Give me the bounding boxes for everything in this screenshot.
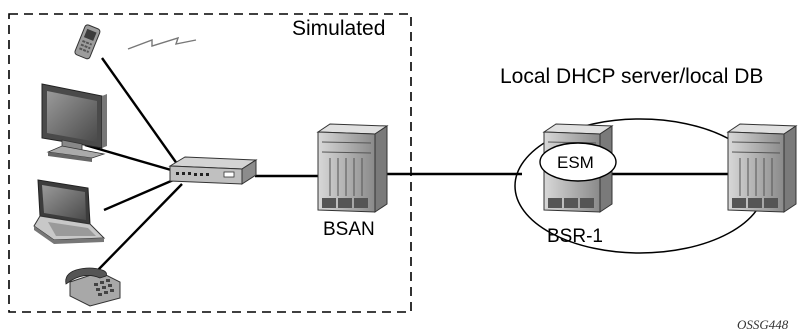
- link-laptop-switch: [103, 176, 179, 212]
- simulated-boundary: [8, 13, 412, 313]
- esm-label: ESM: [557, 153, 594, 172]
- laptop-icon: [33, 179, 106, 244]
- connection-lines: [84, 57, 728, 271]
- bsan-label: BSAN: [323, 219, 375, 240]
- link-deskphone-switch: [97, 183, 183, 271]
- esm-badge: [539, 142, 617, 182]
- router-chassis-icon: [316, 123, 389, 213]
- dhcp-server-label: Local DHCP server/local DB: [500, 65, 764, 88]
- link-desktop-switch: [84, 143, 179, 174]
- figure-code: OSSG448: [737, 317, 789, 332]
- desk-phone-icon: [65, 267, 121, 307]
- mobile-phone-icon: [74, 24, 101, 60]
- simulated-label: Simulated: [292, 17, 386, 40]
- router-chassis-icon: [726, 123, 798, 213]
- network-switch-icon: [168, 156, 258, 185]
- desktop-monitor-icon: [41, 83, 107, 162]
- wireless-signal-icon: [127, 36, 197, 50]
- bsr1-label: BSR-1: [547, 226, 603, 247]
- link-phone-switch: [101, 57, 181, 169]
